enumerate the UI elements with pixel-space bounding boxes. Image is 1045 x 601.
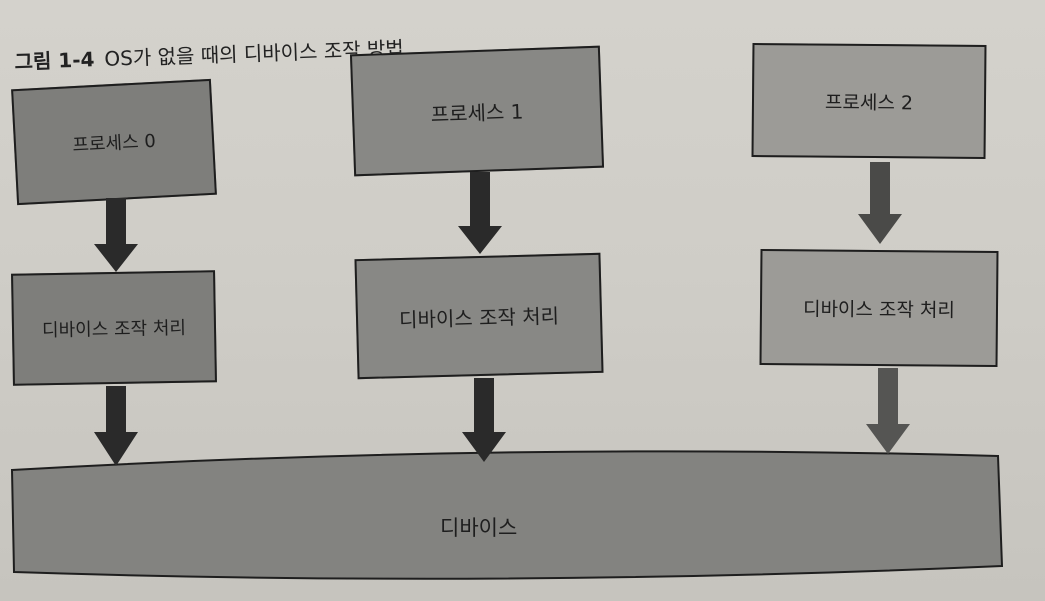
device-block xyxy=(10,450,1004,580)
device-label: 디바이스 xyxy=(440,516,518,540)
arrow-process0-to-handler0 xyxy=(94,198,138,272)
arrow-process2-to-handler2 xyxy=(858,162,902,244)
arrow-handler2-to-device xyxy=(866,368,910,454)
arrow-handler0-to-device xyxy=(94,386,138,466)
arrow-process1-to-handler1 xyxy=(458,172,502,254)
arrow-handler1-to-device xyxy=(462,378,506,462)
